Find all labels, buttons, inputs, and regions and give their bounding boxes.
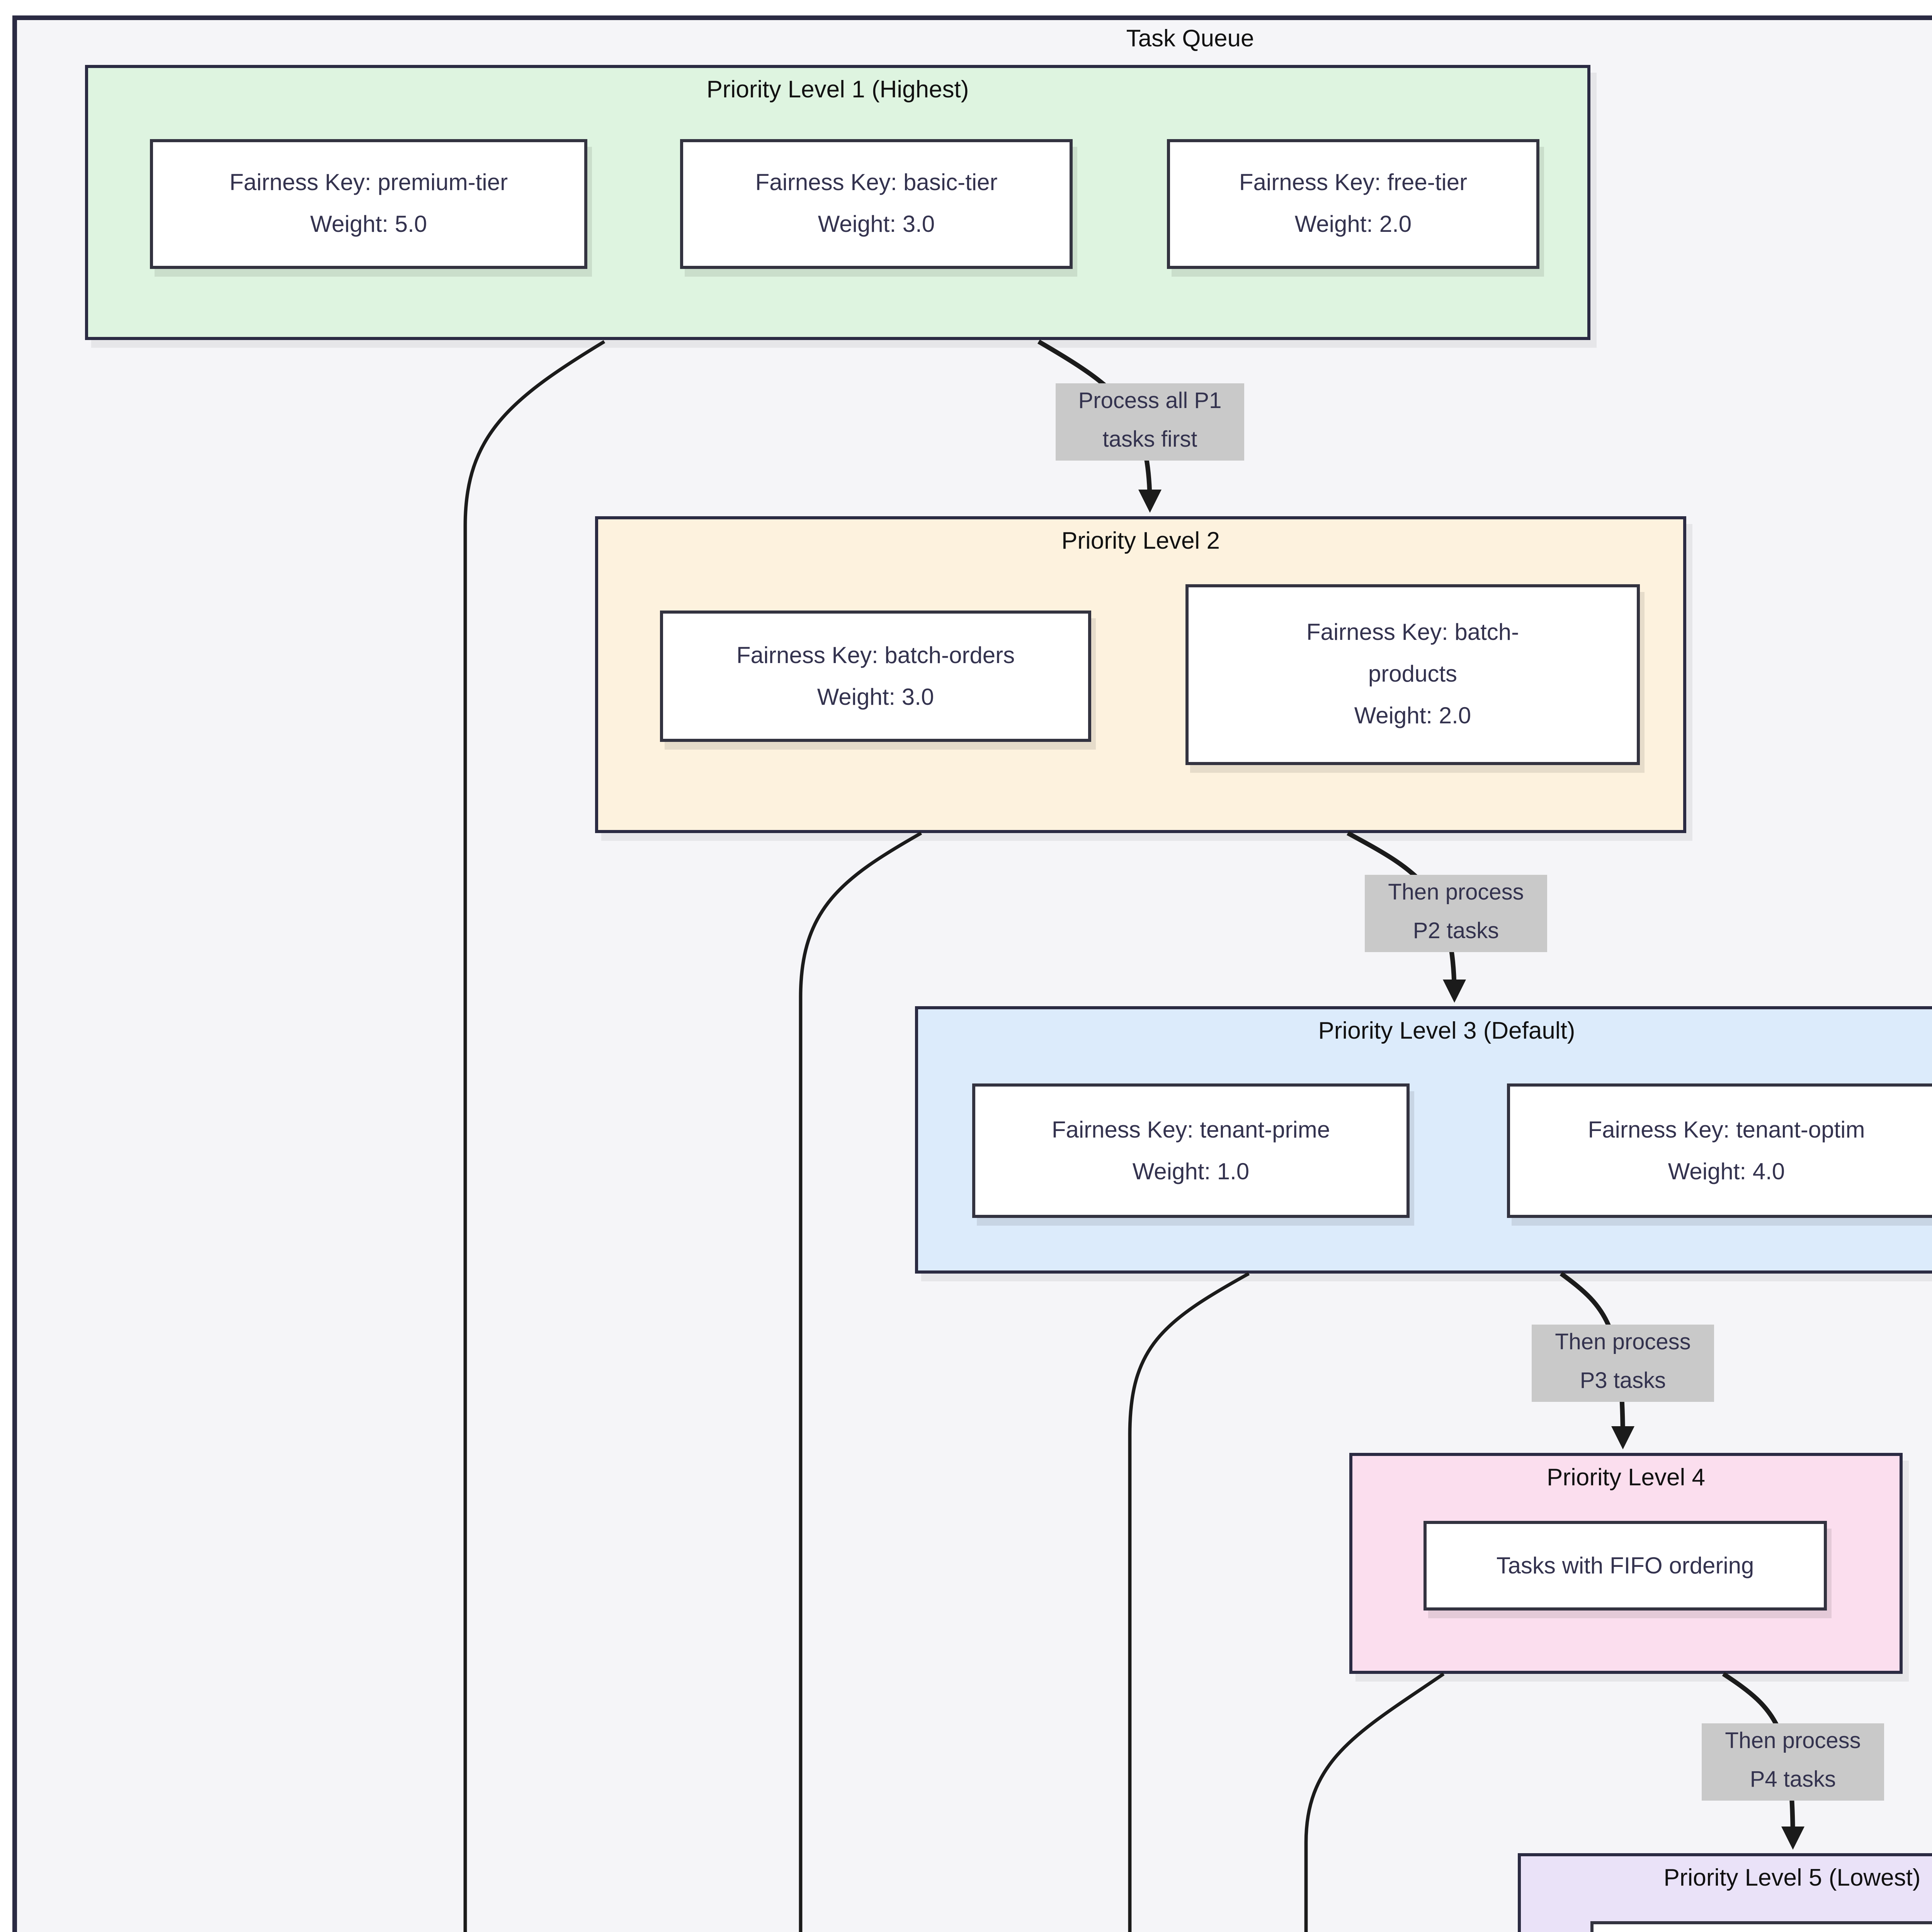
node-line: Weight: 2.0 [1294, 212, 1412, 238]
edge-label-p2-p3: Then process P2 tasks [1365, 875, 1547, 952]
group-priority-1-title: Priority Level 1 (Highest) [706, 77, 969, 104]
node-line: Fairness Key: batch-orders [736, 642, 1015, 668]
node-line: products [1368, 662, 1458, 688]
node-line: Weight: 2.0 [1354, 703, 1471, 730]
node-free-tier: Fairness Key: free-tier Weight: 2.0 [1167, 139, 1539, 269]
node-basic-tier: Fairness Key: basic-tier Weight: 3.0 [680, 139, 1073, 269]
node-line: Weight: 3.0 [817, 684, 934, 710]
node-line: Fairness Key: tenant-prime [1051, 1117, 1330, 1143]
node-line: Weight: 5.0 [310, 212, 427, 238]
edge-label-p4-p5: Then process P4 tasks [1702, 1723, 1884, 1801]
edge-label-line: Then process [1725, 1730, 1861, 1754]
node-premium-tier: Fairness Key: premium-tier Weight: 5.0 [150, 139, 587, 269]
edge-label-line: P4 tasks [1750, 1768, 1836, 1793]
node-batch-products: Fairness Key: batch- products Weight: 2.… [1185, 584, 1640, 765]
group-priority-5-title: Priority Level 5 (Lowest) [1663, 1866, 1921, 1892]
node-tenant-optim: Fairness Key: tenant-optim Weight: 4.0 [1507, 1083, 1932, 1218]
edge-label-line: P2 tasks [1413, 920, 1499, 944]
edge-label-line: P3 tasks [1580, 1369, 1666, 1394]
node-line: Fairness Key: batch- [1306, 620, 1519, 646]
edge-label-p1-p2: Process all P1 tasks first [1056, 383, 1244, 461]
edge-label-line: Process all P1 [1078, 389, 1222, 414]
node-line: Fairness Key: tenant-optim [1588, 1117, 1865, 1143]
node-line: Weight: 1.0 [1132, 1158, 1250, 1185]
node-fifo-p5: Tasks with FIFO ordering [1590, 1921, 1932, 1932]
node-fifo-p4: Tasks with FIFO ordering [1423, 1521, 1827, 1611]
group-priority-3-title: Priority Level 3 (Default) [1318, 1019, 1575, 1045]
group-priority-2-title: Priority Level 2 [1061, 529, 1220, 555]
edge-label-line: tasks first [1102, 428, 1197, 453]
task-queue-title: Task Queue [1126, 26, 1254, 53]
group-priority-5: Priority Level 5 (Lowest) [1518, 1853, 1932, 1932]
node-line: Fairness Key: basic-tier [755, 170, 998, 196]
node-line: Weight: 4.0 [1668, 1158, 1785, 1185]
node-line: Fairness Key: premium-tier [229, 170, 508, 196]
edge-label-line: Then process [1555, 1331, 1691, 1355]
node-line: Weight: 3.0 [818, 212, 935, 238]
edge-label-p3-p4: Then process P3 tasks [1532, 1325, 1714, 1402]
node-batch-orders: Fairness Key: batch-orders Weight: 3.0 [660, 611, 1091, 742]
node-line: Tasks with FIFO ordering [1496, 1553, 1754, 1579]
edge-label-line: Then process [1388, 881, 1524, 906]
node-tenant-prime: Fairness Key: tenant-prime Weight: 1.0 [972, 1083, 1410, 1218]
group-priority-4-title: Priority Level 4 [1546, 1465, 1705, 1492]
node-line: Fairness Key: free-tier [1239, 170, 1468, 196]
